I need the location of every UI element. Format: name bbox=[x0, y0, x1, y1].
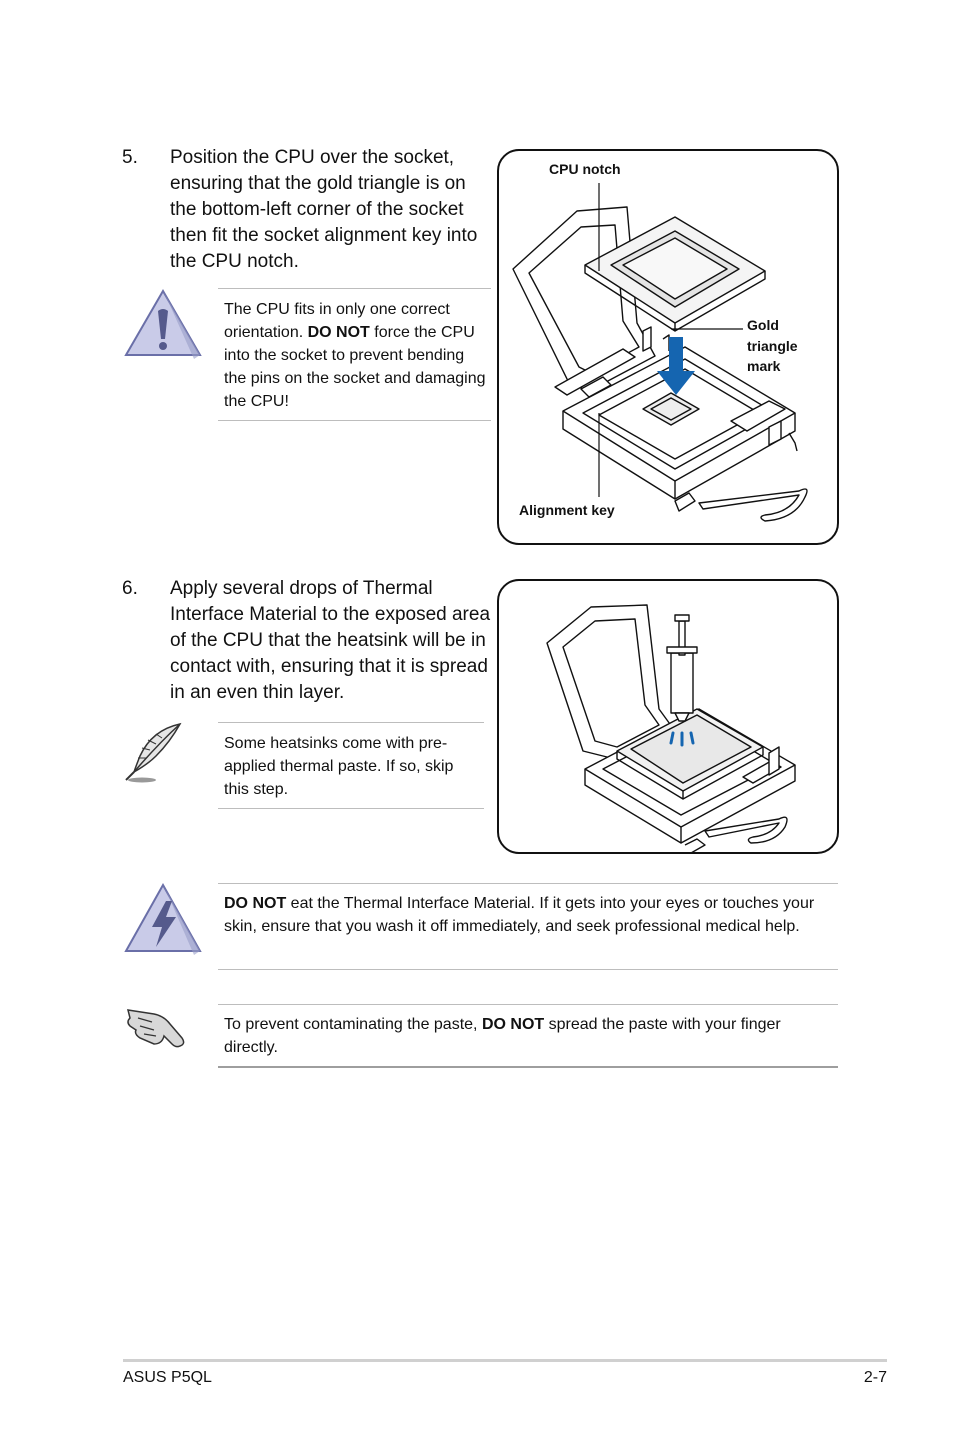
caution-text-post: force the CPU into the socket to prevent… bbox=[224, 324, 486, 410]
warning2-text-post: eat the Thermal Interface Material. If i… bbox=[224, 895, 815, 935]
warning2-bottom-rule bbox=[218, 969, 838, 970]
important-text-post: spread the paste with your finger direct… bbox=[224, 1016, 781, 1056]
important-top-rule bbox=[218, 1004, 838, 1005]
important-text-bold: DO NOT bbox=[481, 1016, 545, 1033]
footer-product-name: ASUS P5QL bbox=[123, 1369, 212, 1386]
warning-lightning-icon bbox=[122, 881, 204, 957]
cpu-notch-label: CPU notch bbox=[549, 161, 621, 177]
step-6-number: 6. bbox=[122, 578, 138, 599]
step-5-text: Position the CPU over the socket, ensuri… bbox=[170, 147, 478, 272]
gold-triangle-label-line3: mark bbox=[747, 358, 781, 374]
footer-page-number: 2-7 bbox=[863, 1369, 887, 1386]
thermal-paste-figure bbox=[497, 579, 839, 854]
warning2-top-rule bbox=[218, 883, 838, 884]
gold-triangle-label-line2: triangle bbox=[747, 338, 798, 354]
cpu-socket-illustration bbox=[512, 183, 808, 522]
caution-top-rule bbox=[218, 288, 491, 289]
important-bottom-rule bbox=[218, 1066, 838, 1068]
note-bottom-rule bbox=[218, 808, 484, 809]
thermal-paste-illustration bbox=[546, 604, 796, 852]
step-5-number: 5. bbox=[122, 147, 138, 168]
gold-triangle-label-line1: Gold bbox=[747, 317, 779, 333]
warning-exclamation-icon bbox=[122, 287, 204, 361]
caution-text-bold: DO NOT bbox=[307, 324, 370, 341]
footer-rule bbox=[123, 1359, 887, 1362]
caution-text: The CPU fits in only one correct orienta… bbox=[224, 298, 486, 413]
note-text: Some heatsinks come with pre-applied the… bbox=[224, 735, 454, 798]
pointing-hand-icon bbox=[124, 1004, 186, 1050]
warning2-text-bold: DO NOT bbox=[224, 895, 287, 912]
caution-bottom-rule bbox=[218, 420, 491, 421]
feather-pen-icon bbox=[122, 720, 186, 784]
down-arrow-icon bbox=[657, 337, 695, 395]
alignment-key-label: Alignment key bbox=[519, 502, 615, 518]
important-text-pre: To prevent contaminating the paste, bbox=[224, 1016, 482, 1033]
warning2-text: DO NOT eat the Thermal Interface Materia… bbox=[224, 892, 832, 938]
caution-text-pre: The CPU fits in only one correct orienta… bbox=[224, 301, 450, 341]
step-6-text: Apply several drops of Thermal Interface… bbox=[170, 578, 491, 703]
note-top-rule bbox=[218, 722, 484, 723]
cpu-socket-figure: CPU notch Gold triangle mark Alignment k… bbox=[497, 149, 839, 545]
important-text: To prevent contaminating the paste, DO N… bbox=[224, 1013, 832, 1059]
paste-drops-icon bbox=[669, 731, 695, 747]
